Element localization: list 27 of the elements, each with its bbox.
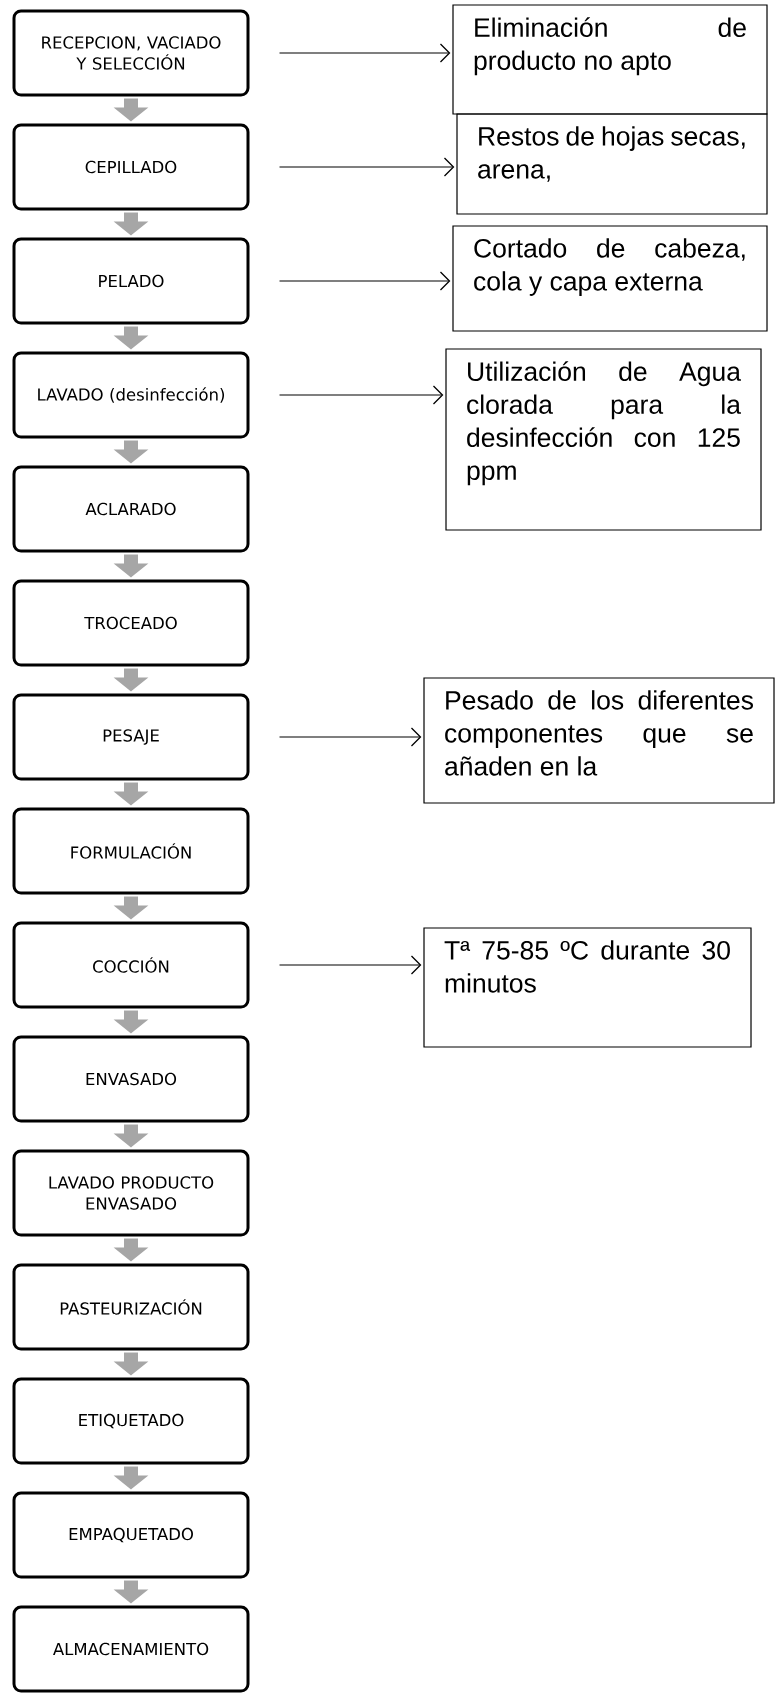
process-box: PELADO <box>12 237 250 325</box>
arrow <box>278 385 444 405</box>
process-box: EMPAQUETADO <box>12 1491 250 1579</box>
arrow <box>278 727 422 747</box>
process-box: LAVADO (desinfección) <box>12 351 250 439</box>
arrow <box>278 955 422 975</box>
process-box: ETIQUETADO <box>12 1377 250 1465</box>
process-box: ENVASADO <box>12 1035 250 1123</box>
process-box: COCCIÓN <box>12 921 250 1009</box>
note-box: Cortado de cabeza, cola y capa externa <box>452 225 768 332</box>
arrow <box>278 157 455 177</box>
process-box: PESAJE <box>12 693 250 781</box>
note-box: Restos de hojas secas, arena, <box>456 113 768 215</box>
note-box: Eliminación de producto no apto <box>452 4 768 115</box>
arrow <box>278 43 451 63</box>
note-box: Utilización de Agua clorada para la desinfección con 125 ppm <box>445 348 762 531</box>
process-box: TROCEADO <box>12 579 250 667</box>
note-box: Pesado de los diferentes componentes que se añaden en la <box>423 677 775 804</box>
process-box: ALMACENAMIENTO <box>12 1605 250 1693</box>
process-box: FORMULACIÓN <box>12 807 250 895</box>
process-box: RECEPCION, VACIADO Y SELECCIÓN <box>12 9 250 97</box>
process-box: LAVADO PRODUCTO ENVASADO <box>12 1149 250 1237</box>
process-box: PASTEURIZACIÓN <box>12 1263 250 1351</box>
note-box: Tª 75-85 ºC durante 30 minutos <box>423 927 752 1048</box>
process-box: ACLARADO <box>12 465 250 553</box>
process-box: CEPILLADO <box>12 123 250 211</box>
arrow <box>278 271 451 291</box>
